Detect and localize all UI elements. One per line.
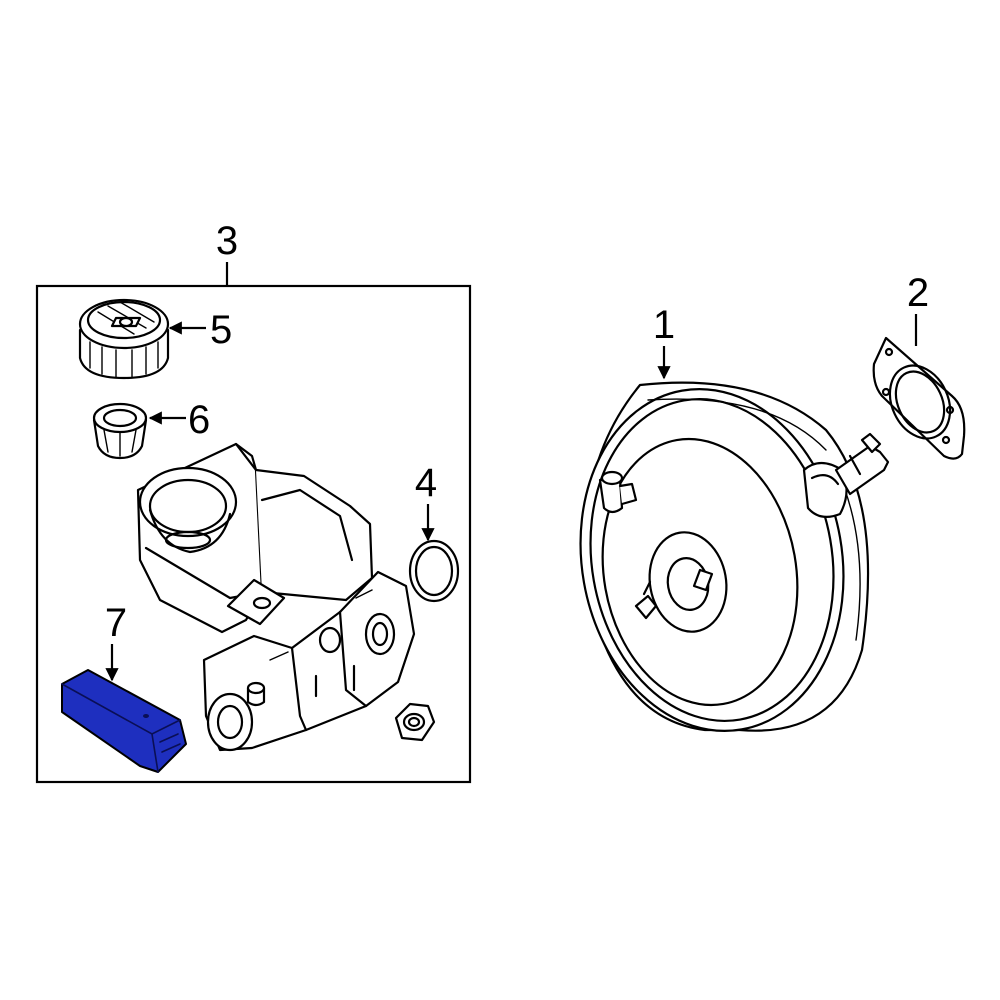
seal-ring	[408, 539, 460, 603]
booster-gasket	[872, 336, 966, 460]
callout-4: 4	[415, 461, 437, 505]
brake-booster	[579, 381, 890, 732]
callout-1: 1	[653, 303, 675, 347]
reservoir-strainer	[92, 402, 148, 460]
mounting-nut	[394, 702, 436, 742]
callout-2: 2	[907, 271, 929, 315]
callout-5: 5	[210, 308, 232, 352]
reservoir-cap	[78, 298, 170, 380]
fluid-level-sensor	[61, 669, 187, 773]
master-cylinder	[136, 442, 416, 752]
master-cylinder-group: 3	[35, 219, 472, 784]
callout-6: 6	[188, 398, 210, 442]
group-frame	[35, 284, 472, 784]
callout-3: 3	[216, 219, 238, 263]
callout-7: 7	[105, 601, 127, 645]
